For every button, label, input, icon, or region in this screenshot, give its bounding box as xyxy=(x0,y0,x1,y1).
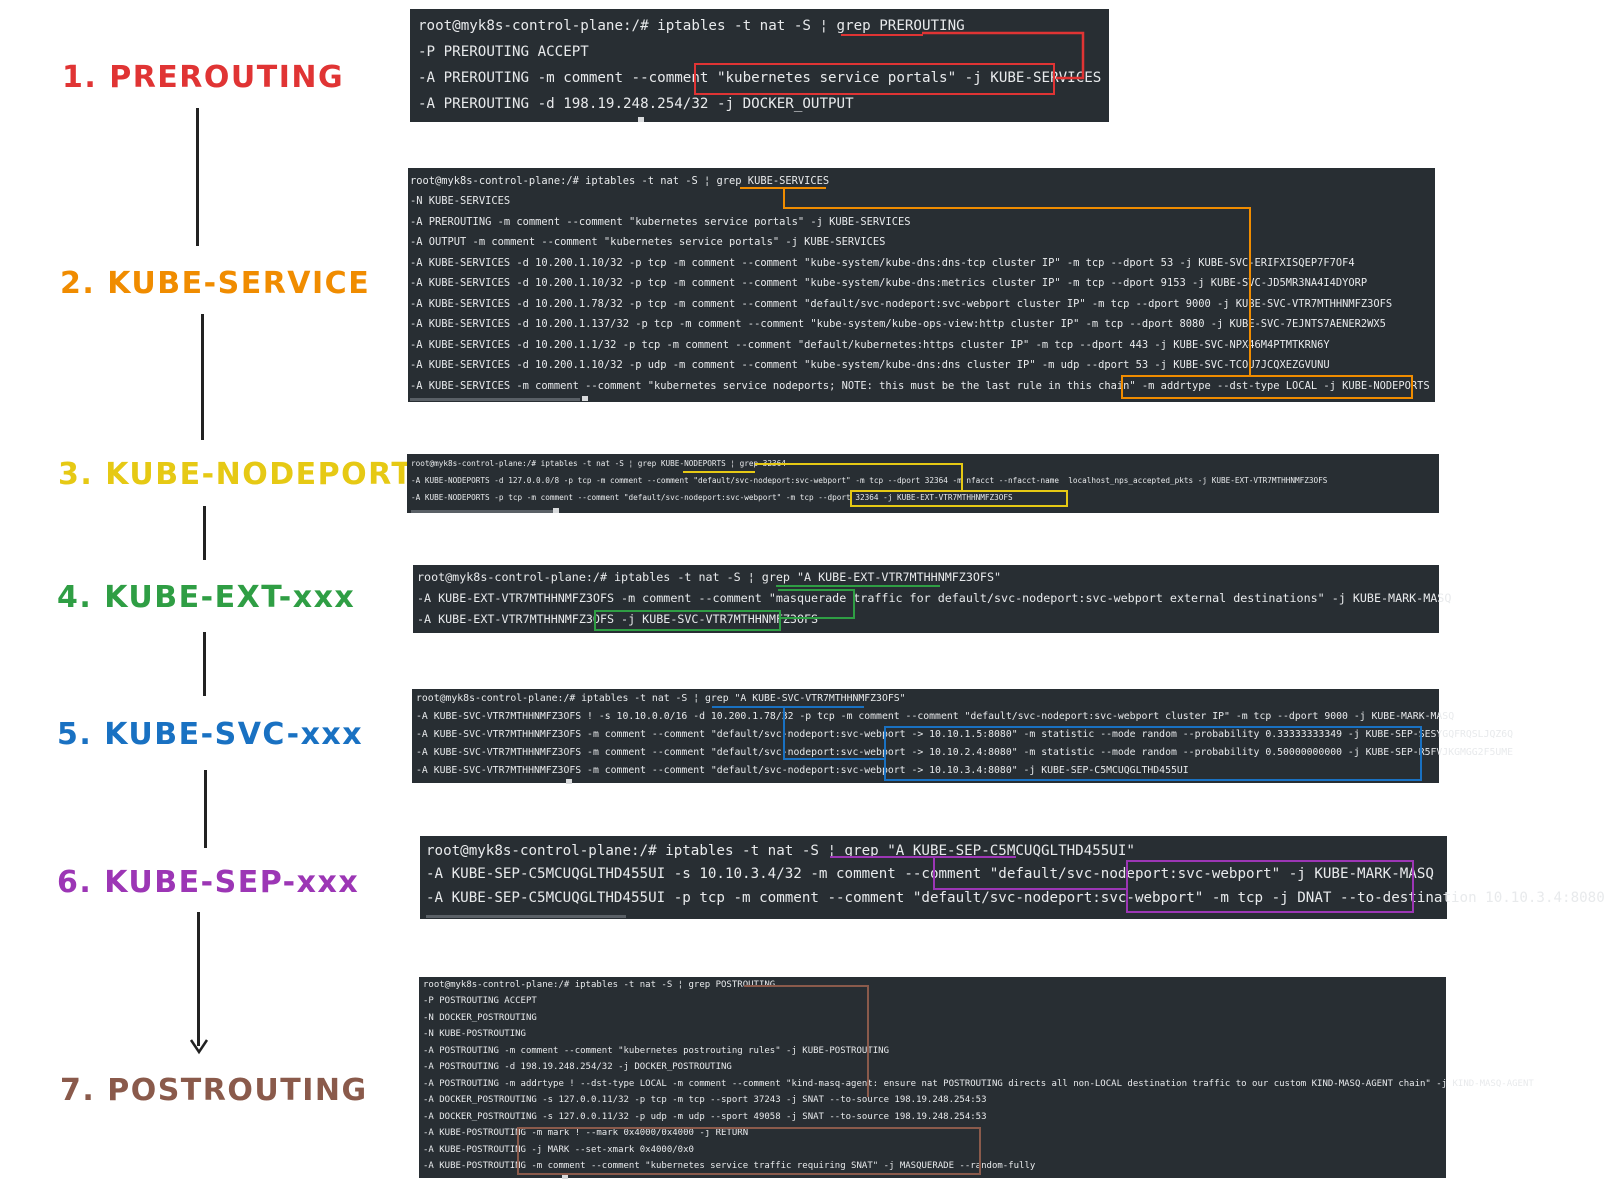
terminal-line: -A PREROUTING -m comment --comment "kube… xyxy=(410,216,911,228)
terminal-line: -A KUBE-SERVICES -d 10.200.1.137/32 -p t… xyxy=(410,318,1386,330)
terminal-line: root@myk8s-control-plane:/# iptables -t … xyxy=(411,459,786,468)
terminal-line: -A OUTPUT -m comment --comment "kubernet… xyxy=(410,236,886,248)
terminal-line: -P POSTROUTING ACCEPT xyxy=(423,996,537,1006)
terminal-line: -A KUBE-SVC-VTR7MTHHNMFZ3OFS -m comment … xyxy=(416,765,1189,776)
terminal-line: -A KUBE-SERVICES -d 10.200.1.10/32 -p ud… xyxy=(410,359,1330,371)
step-label-kube-nodeport: 3. KUBE-NODEPORT xyxy=(58,457,414,492)
terminal-line: -A KUBE-SVC-VTR7MTHHNMFZ3OFS -m comment … xyxy=(416,747,1514,758)
terminal-line: -N KUBE-POSTROUTING xyxy=(423,1029,526,1039)
flow-line-6 xyxy=(197,912,200,1046)
terminal-line: root@myk8s-control-plane:/# iptables -t … xyxy=(416,693,906,704)
highlight-box-kube-ext-jump xyxy=(850,490,1068,507)
terminal-line: -N DOCKER_POSTROUTING xyxy=(423,1013,537,1023)
terminal-line: -A DOCKER_POSTROUTING -s 127.0.0.11/32 -… xyxy=(423,1112,987,1122)
flow-arrowhead xyxy=(189,1039,209,1055)
terminal-line: -A KUBE-POSTROUTING -m mark ! --mark 0x4… xyxy=(423,1128,749,1138)
terminal-line: -A KUBE-SERVICES -m comment --comment "k… xyxy=(410,380,1430,392)
terminal-line: root@myk8s-control-plane:/# iptables -t … xyxy=(423,980,776,990)
connector-kube-nodeports xyxy=(755,463,963,490)
step-label-kube-svc: 5. KUBE-SVC-xxx xyxy=(57,717,364,752)
connector-kube-services xyxy=(783,188,1251,375)
step-label-prerouting: 1. PREROUTING xyxy=(62,60,345,95)
step-label-postrouting: 7. POSTROUTING xyxy=(60,1073,368,1108)
terminal-line: -A KUBE-EXT-VTR7MTHHNMFZ3OFS -m comment … xyxy=(417,591,1452,605)
terminal-line: -A KUBE-EXT-VTR7MTHHNMFZ3OFS -j KUBE-SVC… xyxy=(417,612,819,626)
flow-line-1 xyxy=(196,108,199,246)
terminal-line: -A KUBE-NODEPORTS -p tcp -m comment --co… xyxy=(411,493,1013,502)
terminal-line: root@myk8s-control-plane:/# iptables -t … xyxy=(417,570,1002,584)
terminal-line: -A KUBE-SEP-C5MCUQGLTHD455UI -s 10.10.3.… xyxy=(426,866,1434,882)
terminal-line: root@myk8s-control-plane:/# iptables -t … xyxy=(426,843,1135,859)
highlight-underline-kube-svc xyxy=(712,706,864,708)
highlight-box-mark-masq-dnat xyxy=(1126,860,1414,913)
terminal-line: -A KUBE-SERVICES -d 10.200.1.10/32 -p tc… xyxy=(410,257,1355,269)
terminal-line: -A KUBE-NODEPORTS -d 127.0.0.0/8 -p tcp … xyxy=(411,476,1328,485)
terminal-line: -A KUBE-SERVICES -d 10.200.1.10/32 -p tc… xyxy=(410,277,1368,289)
terminal-line: -A KUBE-POSTROUTING -j MARK --set-xmark … xyxy=(423,1145,694,1155)
highlight-box-kube-sep-targets xyxy=(884,726,1422,781)
terminal-line: -N KUBE-SERVICES xyxy=(410,195,511,207)
highlight-underline-kube-nodeports xyxy=(683,471,755,473)
flow-line-4 xyxy=(203,632,206,696)
terminal-kube-ext: root@myk8s-control-plane:/# iptables -t … xyxy=(413,565,1451,633)
flow-line-3 xyxy=(203,506,206,560)
terminal-line: -A POSTROUTING -m addrtype ! --dst-type … xyxy=(423,1079,1534,1089)
step-label-kube-service: 2. KUBE-SERVICE xyxy=(60,266,371,301)
highlight-underline-kube-sep xyxy=(830,856,1016,858)
connector-kube-ext xyxy=(778,589,855,619)
terminal-line: -A POSTROUTING -m comment --comment "kub… xyxy=(423,1046,889,1056)
terminal-line: -A KUBE-SERVICES -d 10.200.1.78/32 -p tc… xyxy=(410,298,1393,310)
connector-kube-sep xyxy=(933,858,1128,890)
terminal-line: -A PREROUTING -d 198.19.248.254/32 -j DO… xyxy=(418,96,854,112)
terminal-line: -A POSTROUTING -d 198.19.248.254/32 -j D… xyxy=(423,1062,732,1072)
terminal-line: -P PREROUTING ACCEPT xyxy=(418,44,589,60)
terminal-cursor xyxy=(562,1174,568,1179)
terminal-kube-svc: root@myk8s-control-plane:/# iptables -t … xyxy=(412,689,1513,784)
connector-prerouting xyxy=(922,31,1085,80)
terminal-line: -A DOCKER_POSTROUTING -s 127.0.0.11/32 -… xyxy=(423,1095,987,1105)
terminal-line: root@myk8s-control-plane:/# iptables -t … xyxy=(418,18,965,34)
flow-line-5 xyxy=(204,770,207,848)
terminal-postrouting: root@myk8s-control-plane:/# iptables -t … xyxy=(419,977,1534,1179)
step-label-kube-ext: 4. KUBE-EXT-xxx xyxy=(57,580,356,615)
terminal-ghost-line xyxy=(410,398,580,401)
step-label-kube-sep: 6. KUBE-SEP-xxx xyxy=(57,865,360,900)
terminal-line: -A KUBE-POSTROUTING -m comment --comment… xyxy=(423,1161,1036,1171)
highlight-box-kube-postrouting-rules xyxy=(517,1127,981,1175)
connector-postrouting xyxy=(744,985,869,1097)
highlight-box-kube-nodeports-jump xyxy=(1121,375,1413,399)
terminal-cursor xyxy=(566,779,572,784)
highlight-box-kube-services-jump xyxy=(694,63,1055,95)
highlight-box-kube-svc-jump xyxy=(594,610,781,631)
terminal-line: -A KUBE-SVC-VTR7MTHHNMFZ3OFS ! -s 10.10.… xyxy=(416,711,1455,722)
terminal-line: -A PREROUTING -m comment --comment "kube… xyxy=(418,70,1102,86)
terminal-line: -A KUBE-SVC-VTR7MTHHNMFZ3OFS -m comment … xyxy=(416,729,1514,740)
terminal-line: -A KUBE-SEP-C5MCUQGLTHD455UI -p tcp -m c… xyxy=(426,890,1605,906)
terminal-prerouting: root@myk8s-control-plane:/# iptables -t … xyxy=(410,9,1109,122)
terminal-ghost-line xyxy=(426,915,626,918)
terminal-cursor xyxy=(553,508,559,513)
highlight-underline-prerouting xyxy=(841,34,923,36)
terminal-line: -A KUBE-SERVICES -d 10.200.1.1/32 -p tcp… xyxy=(410,339,1330,351)
terminal-ghost-line xyxy=(411,510,553,513)
terminal-line: root@myk8s-control-plane:/# iptables -t … xyxy=(410,175,830,187)
flow-line-2 xyxy=(201,314,204,440)
terminal-cursor xyxy=(638,117,644,122)
highlight-underline-kube-ext xyxy=(776,585,940,587)
terminal-cursor xyxy=(582,396,588,401)
connector-kube-svc xyxy=(712,706,885,760)
